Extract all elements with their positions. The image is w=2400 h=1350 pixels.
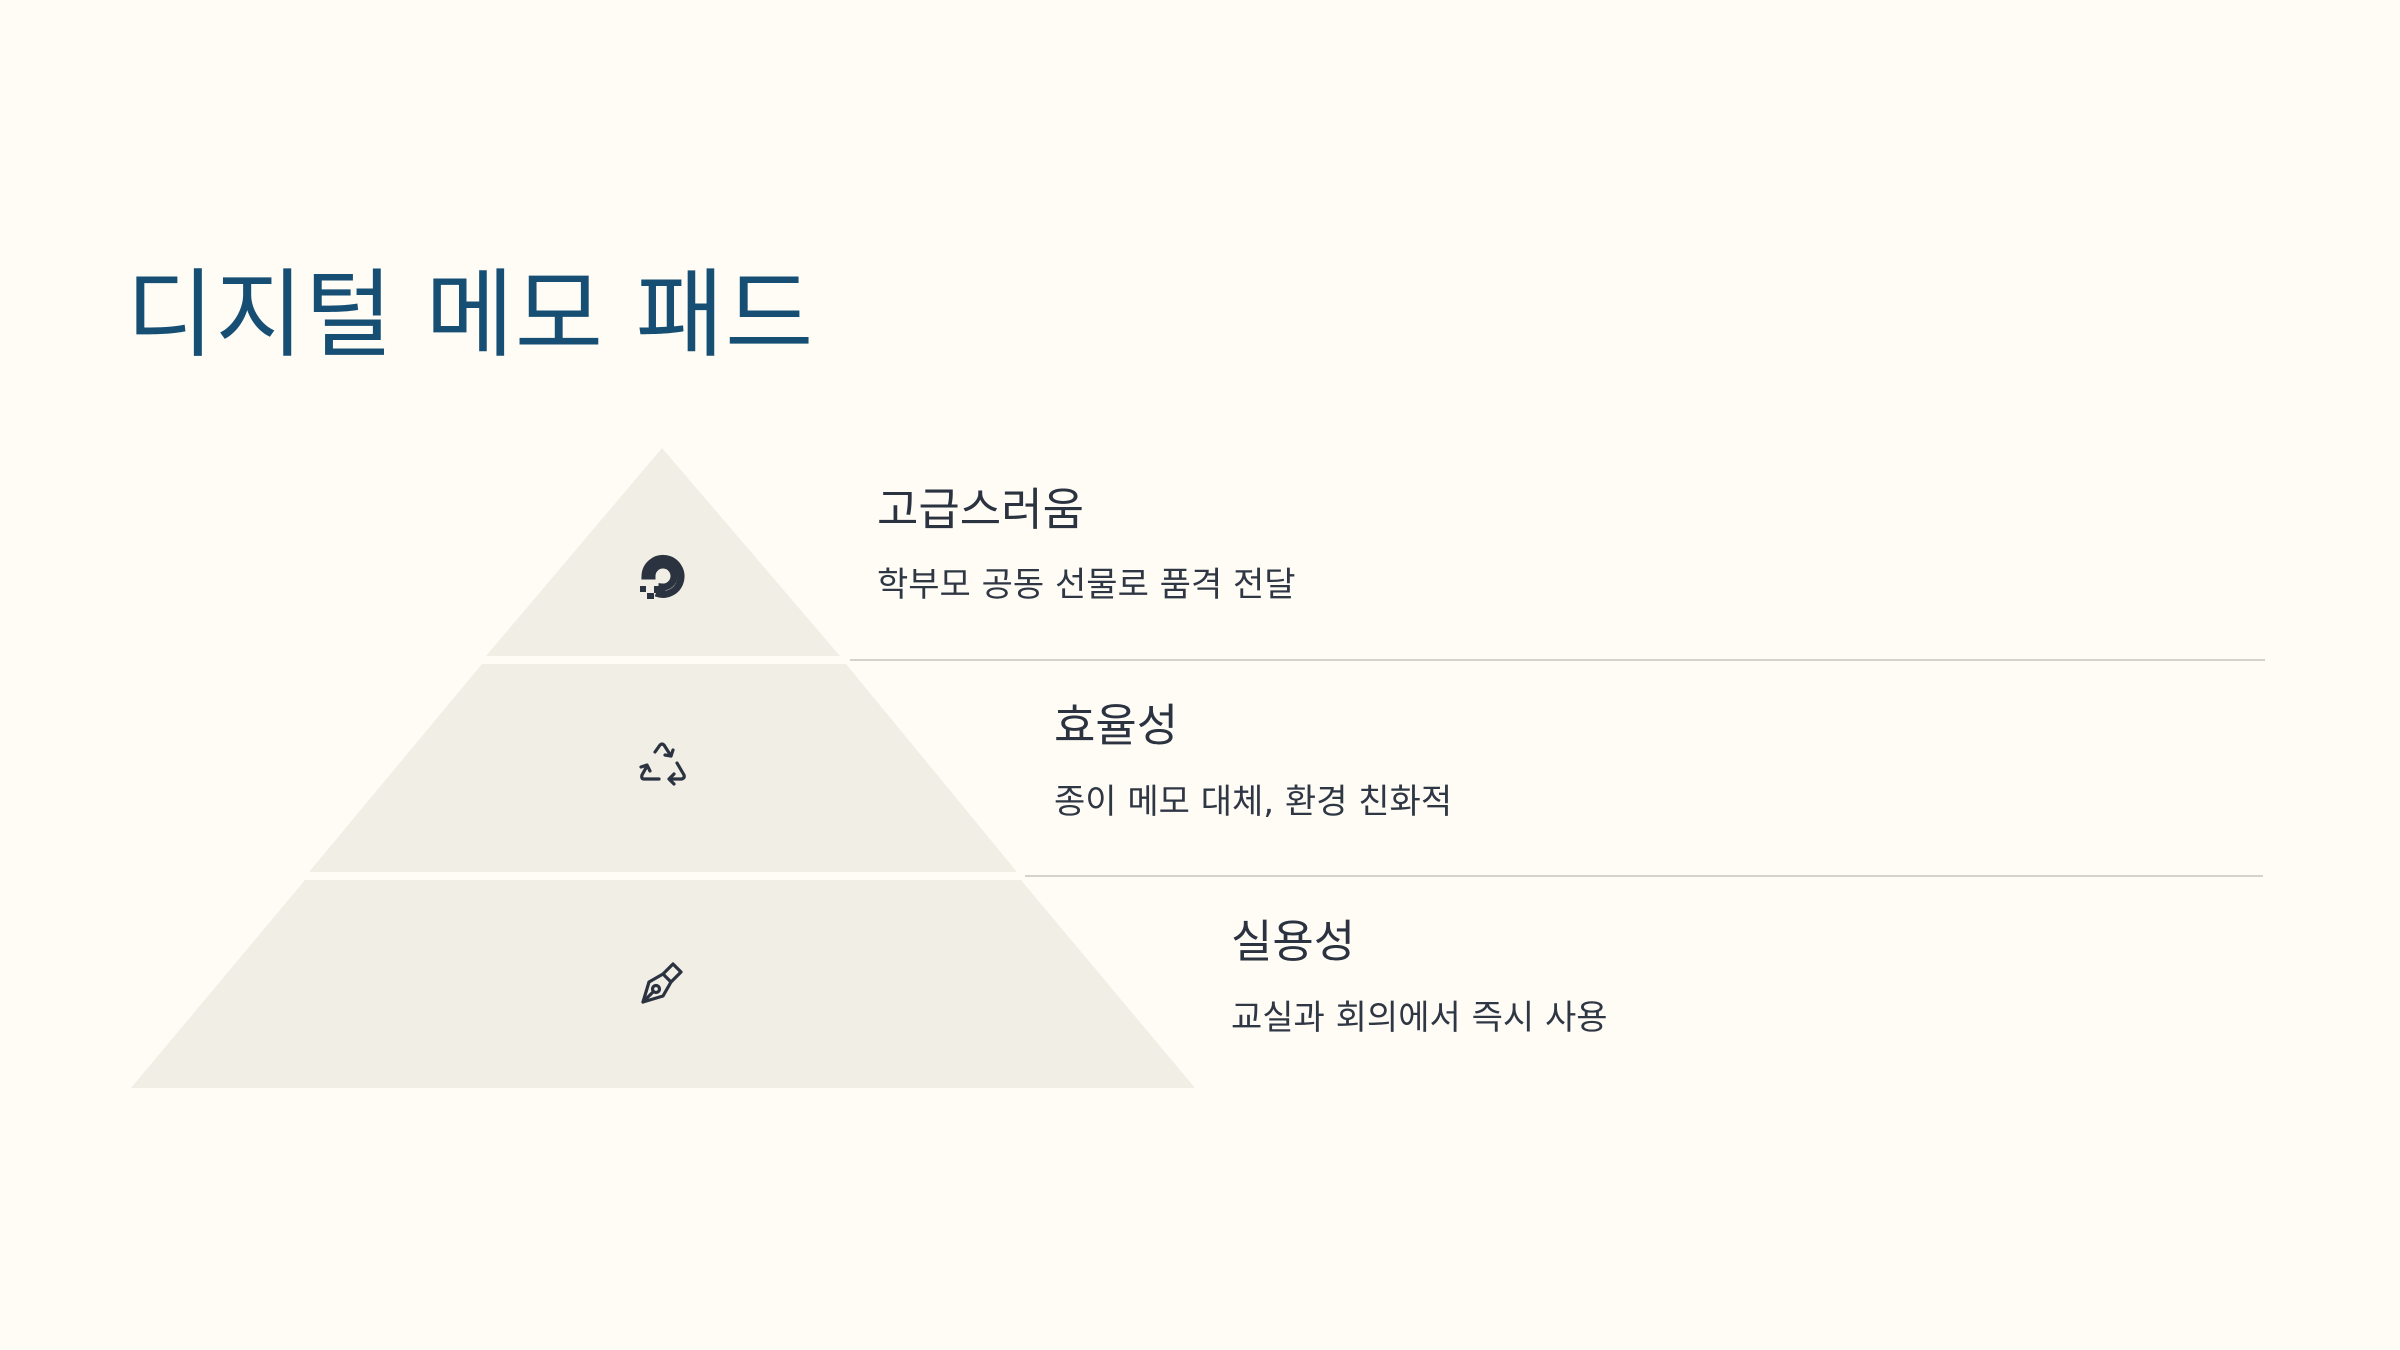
digitalocean-logo-icon bbox=[635, 549, 689, 603]
recycle-icon bbox=[635, 740, 689, 794]
pyramid-tier-bottom bbox=[131, 880, 1195, 1088]
tier-3-label: 실용성 bbox=[1231, 915, 1356, 968]
tier-2-description: 종이 메모 대체, 환경 친화적 bbox=[1054, 782, 1453, 822]
slide-title: 디지털 메모 패드 bbox=[126, 259, 815, 371]
tier-2-label: 효율성 bbox=[1054, 699, 1179, 752]
tier-1-label: 고급스러움 bbox=[877, 483, 1085, 536]
divider-top bbox=[850, 659, 2265, 661]
pyramid-tier-middle bbox=[309, 664, 1017, 872]
pen-nib-icon bbox=[635, 956, 689, 1010]
tier-1-description: 학부모 공동 선물로 품격 전달 bbox=[877, 565, 1296, 605]
divider-middle bbox=[1025, 875, 2263, 877]
tier-3-description: 교실과 회의에서 즉시 사용 bbox=[1231, 998, 1608, 1038]
pyramid-tier-top bbox=[486, 448, 840, 656]
